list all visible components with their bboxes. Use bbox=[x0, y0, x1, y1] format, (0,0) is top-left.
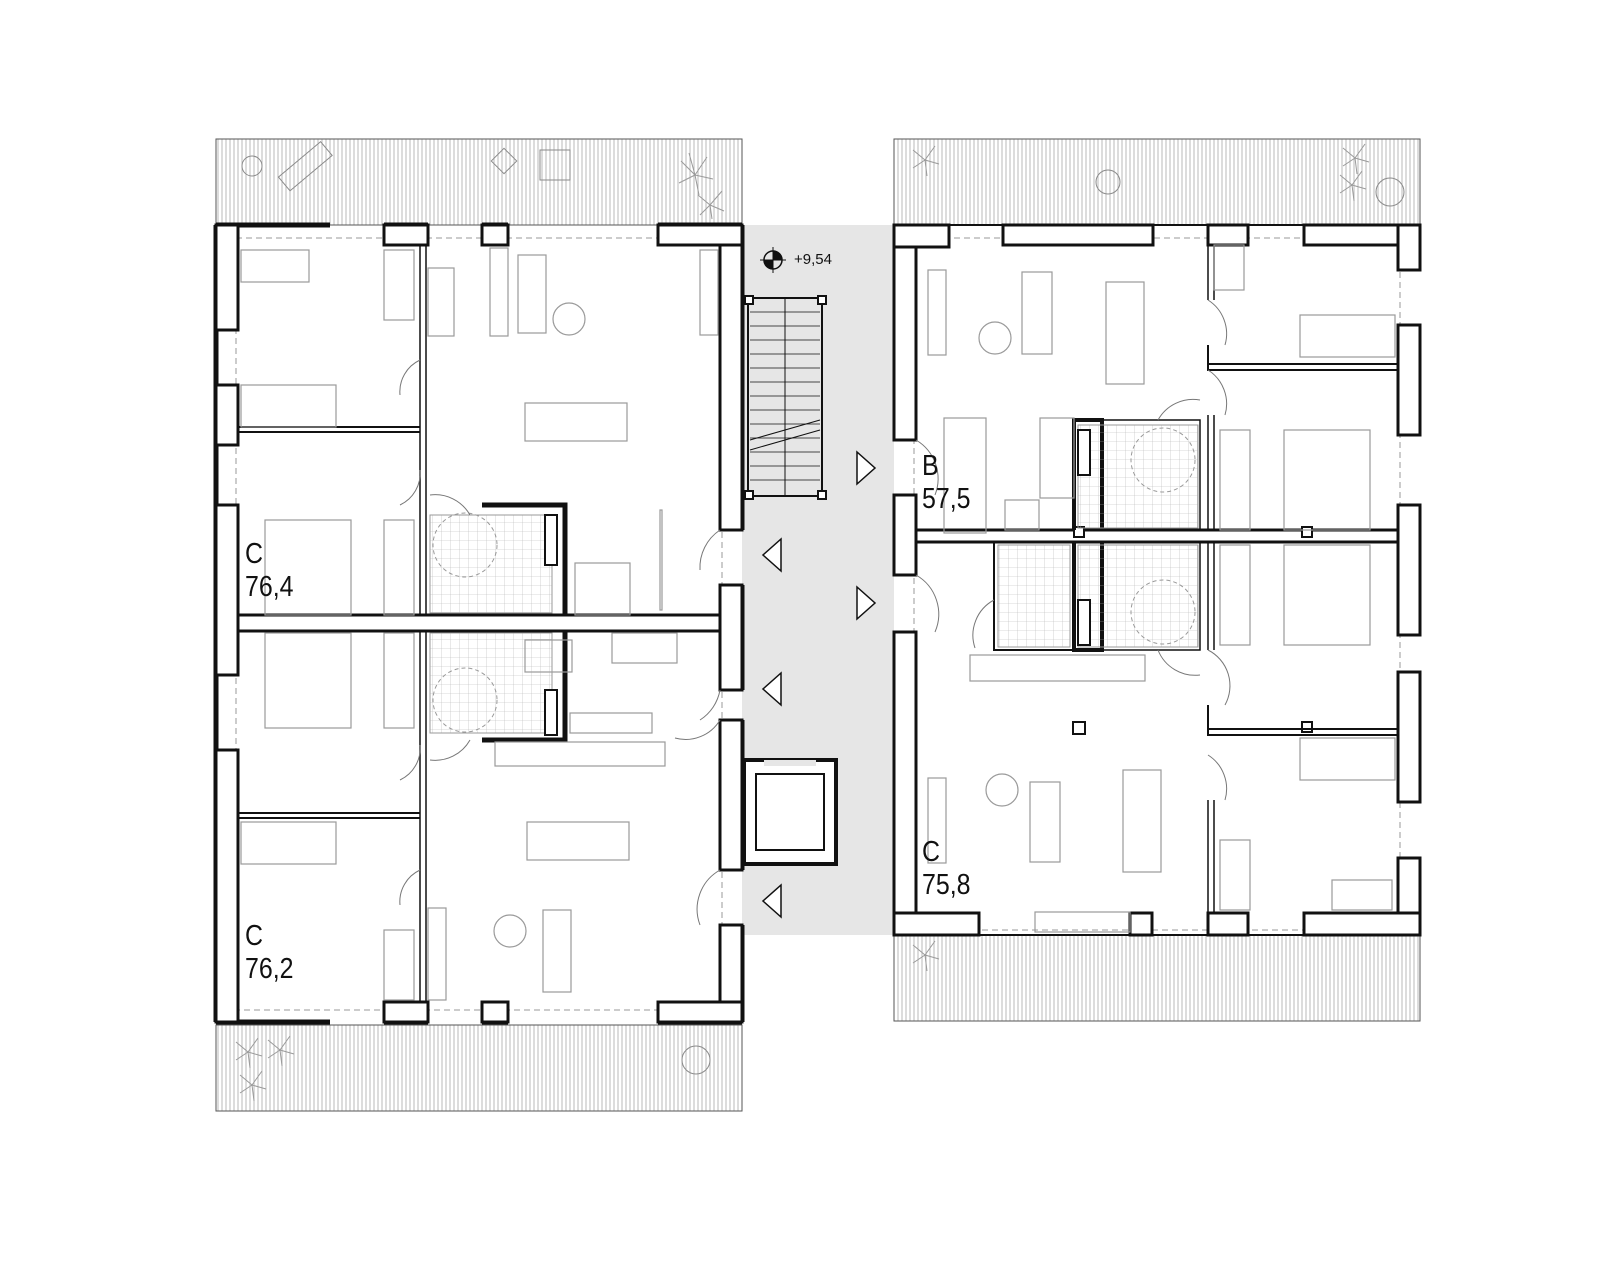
building-left bbox=[213, 222, 745, 1025]
unit-area: 75,8 bbox=[922, 869, 971, 901]
plant-icon bbox=[678, 152, 714, 196]
terrace-left-top bbox=[215, 138, 743, 226]
terrace-left-bottom bbox=[215, 1024, 743, 1112]
level-marker-icon bbox=[760, 247, 786, 273]
plant-icon bbox=[267, 1035, 295, 1067]
unit-label-right-lower: C 75,8 bbox=[922, 836, 971, 902]
unit-type: C bbox=[922, 836, 941, 868]
terrace-right-bottom bbox=[893, 934, 1421, 1022]
arrow-right-icon bbox=[856, 450, 877, 486]
unit-type: C bbox=[245, 538, 264, 570]
terrace-right-top bbox=[893, 138, 1421, 226]
arrow-left-icon bbox=[761, 883, 782, 919]
arrow-left-icon bbox=[761, 537, 782, 573]
plant-icon bbox=[1339, 170, 1367, 202]
arrow-left-icon bbox=[761, 671, 782, 707]
plant-icon bbox=[912, 145, 940, 177]
stair-core bbox=[742, 295, 838, 866]
entry-arrows bbox=[761, 450, 877, 919]
unit-area: 57,5 bbox=[922, 483, 971, 515]
unit-type: B bbox=[922, 450, 939, 482]
unit-type: C bbox=[245, 920, 264, 952]
terrace-furniture bbox=[241, 140, 1405, 1075]
terraces bbox=[215, 138, 1421, 1112]
plant-icon bbox=[235, 1037, 263, 1069]
plant-icon bbox=[697, 190, 725, 220]
furniture-right bbox=[927, 244, 1396, 933]
plant-icons bbox=[235, 143, 1370, 1102]
level-marker-label: +9,54 bbox=[794, 251, 832, 268]
plant-icon bbox=[239, 1070, 267, 1102]
unit-label-left-lower: C 76,2 bbox=[245, 920, 294, 986]
building-right bbox=[892, 223, 1422, 937]
unit-area: 76,4 bbox=[245, 571, 294, 603]
unit-label-right-upper: B 57,5 bbox=[922, 450, 971, 516]
plant-icon bbox=[1342, 143, 1370, 175]
arrow-right-icon bbox=[856, 585, 877, 621]
unit-label-left-upper: C 76,4 bbox=[245, 538, 294, 604]
furniture-left bbox=[240, 247, 719, 1001]
plant-icon bbox=[912, 940, 940, 972]
unit-area: 76,2 bbox=[245, 953, 294, 985]
